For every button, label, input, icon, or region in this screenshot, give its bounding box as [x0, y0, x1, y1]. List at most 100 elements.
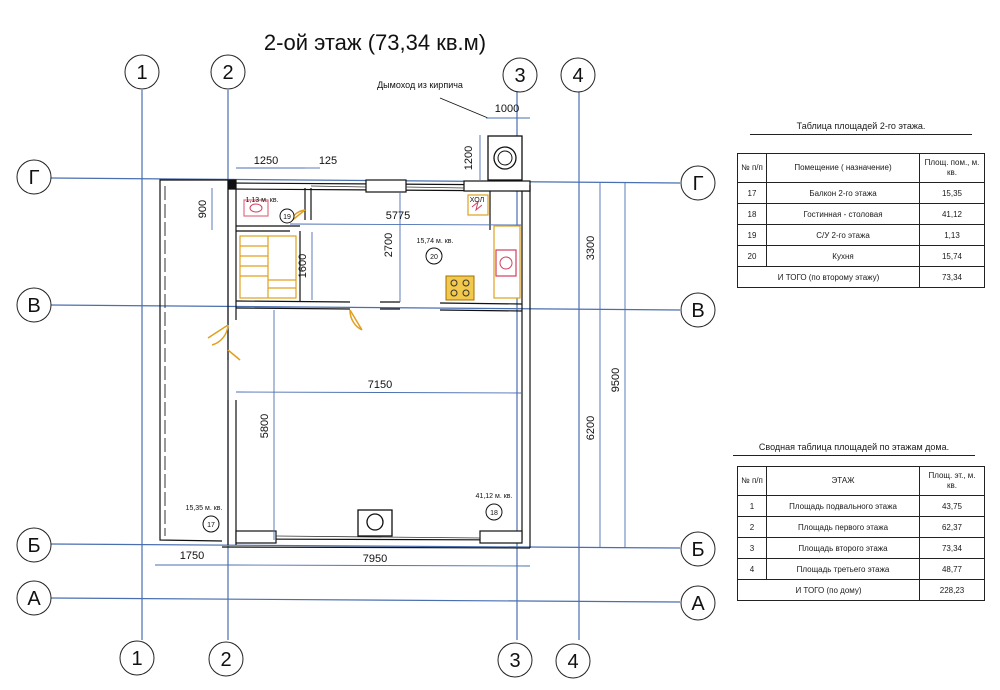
room-17-label: 15,35 м. кв. 17 — [186, 505, 223, 533]
table1-total-label: И ТОГО (по второму этажу) — [737, 266, 920, 288]
table2-total-value: 228,23 — [919, 579, 985, 601]
table-cell: 17 — [737, 182, 767, 204]
svg-text:1: 1 — [136, 62, 147, 84]
axis-bubble-2-bottom: 2 — [208, 641, 244, 677]
table-cell: Площадь третьего этажа — [766, 558, 920, 580]
table-row: 2 Площадь первого этажа 62,37 — [737, 516, 985, 538]
bottom-wall-inner — [235, 538, 523, 541]
svg-text:Б: Б — [691, 539, 704, 561]
table-cell: 18 — [737, 203, 767, 225]
axis-bubble-a-right: А — [680, 585, 716, 621]
svg-text:15,74 м. кв.: 15,74 м. кв. — [417, 238, 454, 245]
svg-text:4: 4 — [572, 65, 583, 87]
svg-text:19: 19 — [283, 214, 291, 221]
table-cell: 73,34 — [919, 537, 985, 559]
axis-bubble-3-bottom: 3 — [497, 642, 533, 678]
axis-bubble-2-top: 2 — [210, 54, 246, 90]
table1-total-row: И ТОГО (по второму этажу) 73,34 — [737, 266, 985, 288]
doors — [207, 209, 363, 361]
svg-text:4: 4 — [567, 651, 578, 673]
room-18-label: 41,12 м. кв. 18 — [476, 493, 513, 521]
axis-bubble-g-left: Г — [16, 159, 52, 195]
staircase — [239, 235, 297, 299]
toilet — [243, 199, 269, 217]
svg-text:Г: Г — [29, 167, 40, 189]
svg-text:17: 17 — [207, 522, 215, 529]
table-row: 18 Гостинная - столовая 41,12 — [737, 203, 985, 225]
table-cell: 48,77 — [919, 558, 985, 580]
axis-bubble-1-bottom: 1 — [119, 640, 155, 676]
table-cell: 62,37 — [919, 516, 985, 538]
dim-5800: 5800 — [259, 414, 271, 438]
bottom-wall-outer — [221, 546, 531, 549]
dim-2700: 2700 — [383, 233, 395, 257]
dim-1250: 1250 — [254, 155, 278, 167]
dimension-lines — [155, 117, 626, 567]
dim-1000: 1000 — [495, 103, 519, 115]
axis-bubble-g-right: Г — [680, 165, 716, 201]
table-cell: 15,74 — [919, 245, 985, 267]
table1-header-area: Площ. пом., м. кв. — [919, 153, 985, 183]
table-cell: 4 — [737, 558, 767, 580]
table2-header-floor: ЭТАЖ — [766, 466, 920, 496]
table-cell: Гостинная - столовая — [766, 203, 920, 225]
svg-text:В: В — [27, 295, 40, 317]
axis-line-a — [49, 597, 681, 603]
table2-header-area: Площ. эт., м. кв. — [919, 466, 985, 496]
table2-total-label: И ТОГО (по дому) — [737, 579, 920, 601]
top-wall-left — [227, 179, 237, 189]
svg-text:А: А — [691, 593, 705, 615]
axis-line-b — [49, 543, 681, 549]
axis-bubble-1-top: 1 — [124, 54, 160, 90]
table1-title-underline — [750, 134, 972, 135]
svg-text:Г: Г — [693, 173, 704, 195]
dim-125: 125 — [319, 155, 337, 167]
door-balcony — [207, 324, 229, 346]
top-wall-right — [463, 180, 531, 192]
table-cell: 3 — [737, 537, 767, 559]
table-cell: 19 — [737, 224, 767, 246]
windows — [227, 185, 481, 539]
table-cell: 20 — [737, 245, 767, 267]
chimney — [439, 97, 523, 181]
table-cell: 2 — [737, 516, 767, 538]
chimney-label: Дымоход из кирпича — [377, 80, 463, 90]
dim-6200: 6200 — [585, 416, 597, 440]
dim-1750: 1750 — [180, 550, 204, 562]
bottom-wall-pier-left — [235, 530, 277, 544]
table-row: 17 Балкон 2-го этажа 15,35 — [737, 182, 985, 204]
dim-1600: 1600 — [297, 254, 309, 278]
interior-wall-v-bottom — [235, 307, 351, 310]
plan-title: 2-ой этаж (73,34 кв.м) — [264, 30, 486, 55]
table-cell: 1,13 — [919, 224, 985, 246]
kitchen-counter — [493, 225, 521, 299]
table2-header-num: № п/п — [737, 466, 767, 496]
interior-wall-v-top — [235, 300, 351, 303]
room-labels: 1,13 м. кв. 19 15,74 м. кв. 20 15,35 м. … — [186, 197, 513, 533]
axis-bubble-b-right: Б — [680, 531, 716, 567]
dim-900: 900 — [197, 200, 209, 218]
svg-text:1: 1 — [131, 648, 142, 670]
svg-text:2: 2 — [220, 649, 231, 671]
door-kitchen — [349, 309, 363, 331]
table-row: 1 Площадь подвального этажа 43,75 — [737, 495, 985, 517]
axis-bubble-v-right: В — [680, 292, 716, 328]
svg-text:1,13 м. кв.: 1,13 м. кв. — [246, 197, 279, 204]
table-cell: С/У 2-го этажа — [766, 224, 920, 246]
table2-header-row: № п/п ЭТАЖ Площ. эт., м. кв. — [737, 466, 985, 496]
table-cell: Площадь второго этажа — [766, 537, 920, 559]
svg-text:20: 20 — [430, 254, 438, 261]
table-cell: 15,35 — [919, 182, 985, 204]
fixture-label: ХОЛ — [470, 197, 485, 204]
table-row: 3 Площадь второго этажа 73,34 — [737, 537, 985, 559]
svg-text:В: В — [691, 300, 704, 322]
dim-5775: 5775 — [386, 210, 410, 222]
dim-9500: 9500 — [610, 368, 622, 392]
top-wall-pier — [365, 179, 407, 193]
axis-bubble-3-top: 3 — [502, 57, 538, 93]
kitchen-hob — [445, 275, 475, 301]
room-20-label: 15,74 м. кв. 20 — [417, 238, 454, 265]
door-living — [227, 349, 241, 361]
dimension-texts: 1000 1200 1250 125 900 5775 1600 2700 33… — [180, 103, 622, 565]
